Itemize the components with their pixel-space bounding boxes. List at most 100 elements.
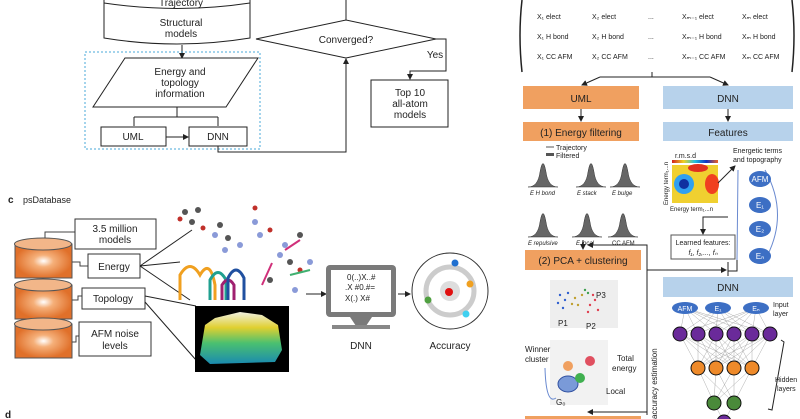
- input-node-label: Eₙ: [752, 306, 760, 313]
- feedback-arrow: [587, 242, 648, 415]
- trajectory-cylinder: [103, 0, 251, 45]
- energy-topology-label: information: [155, 89, 204, 100]
- winner-label: Winner: [525, 345, 551, 354]
- afm-noise-box: [78, 321, 152, 357]
- rmsd-heatmap: [672, 164, 719, 203]
- winner-label: cluster: [525, 355, 549, 364]
- dist-label: E bulge: [612, 191, 633, 197]
- dnn-network-label: DNN: [717, 283, 739, 294]
- converged-label: Converged?: [319, 35, 374, 46]
- network-edge: [697, 333, 735, 369]
- network-node: [762, 326, 778, 342]
- screen-text: 0(..)X..#: [347, 273, 376, 282]
- hidden-bracket: [767, 339, 785, 411]
- matrix-cell: Xₘ H bond: [742, 34, 776, 41]
- energy-box: [87, 253, 141, 279]
- arrow: [700, 216, 728, 235]
- dist-label: E repulsive: [528, 241, 558, 247]
- panel-letter-c: c: [8, 195, 14, 206]
- network-node: [708, 326, 724, 342]
- matrix-cell: Xₘ elect: [742, 14, 768, 21]
- heatmap-x-label: Energy term₁...n: [670, 207, 713, 213]
- energy-topology-label: Energy and: [154, 67, 205, 78]
- screen-text: .X #0.#=: [345, 283, 375, 292]
- top10-label: models: [394, 110, 426, 121]
- top10-label: Top 10: [395, 88, 425, 99]
- pca-scatter-plot: [550, 280, 618, 328]
- models-label: 3.5 million: [92, 224, 137, 235]
- energy-topology-parallelogram: [92, 57, 259, 108]
- matrix-brackets: [519, 0, 795, 73]
- network-edge: [713, 367, 753, 404]
- network-edge: [697, 333, 753, 369]
- hidden-layers-label: Hidden: [775, 377, 797, 384]
- network-node: [726, 360, 742, 376]
- matrix: X₁ elect X₂ elect ... Xₘ₋₁ elect Xₘ elec…: [537, 14, 780, 61]
- computer-monitor-icon: [326, 265, 396, 329]
- arrow: [581, 76, 601, 86]
- axis-p1: P1: [558, 319, 568, 328]
- matrix-cell: Xₘ₋₁ H bond: [682, 34, 722, 41]
- panel-c-title: psDatabase: [23, 195, 71, 205]
- hidden-nodes: [672, 326, 778, 419]
- dist-label: CC AFM: [612, 241, 635, 247]
- network-node: [744, 326, 760, 342]
- network-node: [726, 395, 742, 411]
- learned-label: f₁, f₂,..., fₙ: [688, 250, 717, 257]
- accuracy-caption: Accuracy: [429, 341, 470, 352]
- rmsd-label: r.m.s.d: [675, 153, 696, 160]
- node-label: E₁: [756, 201, 764, 210]
- dnn-header: [663, 86, 793, 109]
- network-edge: [733, 333, 771, 369]
- total-energy-label: energy: [612, 364, 636, 373]
- accuracy-estimation-label: accuracy estimation: [650, 348, 659, 419]
- network-node: [708, 360, 724, 376]
- uml-label: UML: [122, 132, 144, 143]
- arrow: [727, 260, 738, 276]
- dist-label: E stack: [577, 191, 598, 197]
- dist-label: E local: [576, 241, 595, 247]
- matrix-cell: Xₘ₋₁ elect: [682, 14, 714, 21]
- network-node: [672, 326, 688, 342]
- input-layer-label: Input: [773, 302, 789, 309]
- molecule-illustrations: [177, 205, 313, 300]
- arrow: [709, 76, 729, 86]
- energy-topology-label: topology: [161, 78, 199, 89]
- panel-letter-d: d: [5, 410, 11, 419]
- legend-trajectory: Trajectory: [556, 145, 587, 152]
- input-node-label: AFM: [678, 306, 693, 313]
- network-edge: [697, 307, 757, 335]
- network-node: [690, 360, 706, 376]
- pca-clustering-label: (2) PCA + clustering: [538, 256, 627, 267]
- accuracy-target-icon: [411, 252, 489, 330]
- next-step-box: [525, 416, 641, 419]
- local-label: Local: [606, 387, 625, 396]
- energetic-label: Energetic terms: [733, 148, 783, 155]
- legend-filtered-swatch: [546, 153, 554, 156]
- energy-filtering-label: (1) Energy filtering: [540, 128, 622, 139]
- arrow: [717, 165, 736, 184]
- node-label: Eₙ: [756, 252, 765, 261]
- axis-p2: P2: [586, 322, 596, 331]
- pointer-lines: [139, 229, 197, 361]
- input-layer: [672, 302, 769, 314]
- matrix-cell: Xₘ CC AFM: [742, 54, 780, 61]
- top10-box: [370, 79, 449, 128]
- learned-features-box: [670, 234, 736, 260]
- models-box: [74, 218, 157, 250]
- network-node: [690, 326, 706, 342]
- matrix-cell: X₁ CC AFM: [537, 54, 573, 61]
- arrow: [133, 107, 219, 126]
- autoencoder-nodes: [749, 171, 771, 264]
- node-label: AFM: [752, 175, 769, 184]
- features-box: [663, 122, 793, 141]
- arrow: [407, 38, 447, 80]
- uml-header: [523, 86, 639, 109]
- yes-label: Yes: [427, 50, 443, 61]
- screen-text: X(.) X#: [345, 294, 370, 303]
- network-edge: [697, 367, 735, 404]
- dnn-caption: DNN: [350, 341, 372, 352]
- afm-noise-label: AFM noise: [91, 329, 139, 340]
- features-label: Features: [708, 128, 747, 139]
